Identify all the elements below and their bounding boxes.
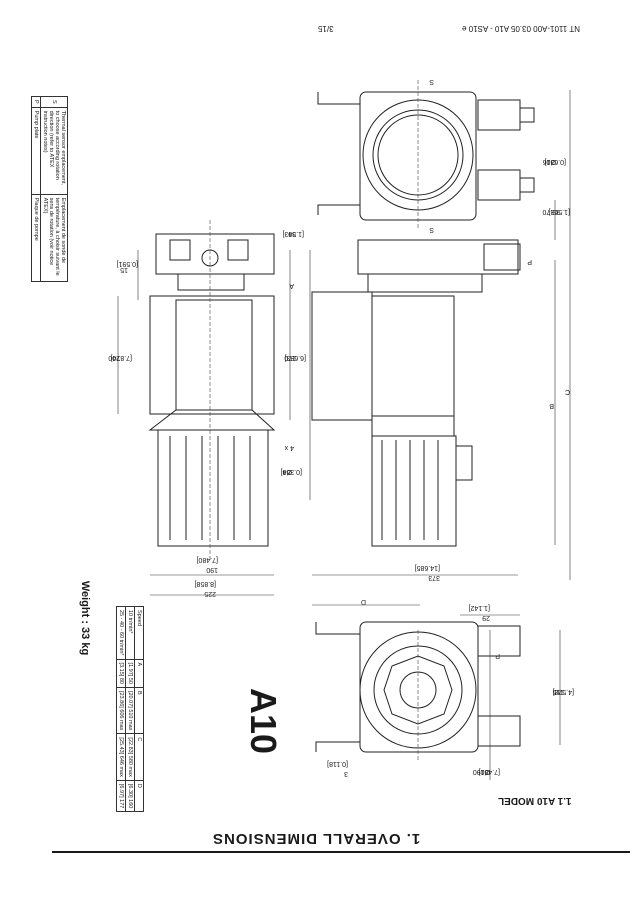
dim-14685: [14.685] bbox=[415, 564, 440, 571]
dim-0354: [0.354] bbox=[281, 468, 302, 475]
dim-016: Ø16 bbox=[543, 158, 556, 165]
dim-170: 170 bbox=[284, 354, 296, 361]
dim-0630: [0.630] bbox=[545, 158, 566, 165]
dim-09: Ø9 bbox=[283, 468, 292, 475]
dim-115: 115 bbox=[553, 688, 564, 695]
dim-w7480: [7.480] bbox=[197, 556, 218, 563]
dim-0591: [0.591] bbox=[117, 260, 138, 267]
dim-0190: Ø190 bbox=[473, 768, 490, 775]
dim-1563: [1.563] bbox=[549, 208, 570, 215]
label-s-bottom: S bbox=[429, 226, 434, 233]
title-rule bbox=[52, 851, 630, 853]
dim-39: 39 bbox=[288, 230, 296, 237]
dim-w190: 190 bbox=[206, 566, 218, 573]
label-p-side: P bbox=[527, 258, 532, 265]
dim-3: 3 bbox=[344, 770, 348, 777]
dim-holes: 4 x bbox=[284, 444, 294, 451]
label-d: D bbox=[361, 598, 366, 605]
label-p-end: P bbox=[495, 652, 500, 659]
dim-7874: [7.874] bbox=[111, 354, 132, 361]
dim-e7480: [7.480] bbox=[479, 768, 500, 775]
dim-29: 29 bbox=[482, 614, 490, 621]
dim-0118: [0.118] bbox=[327, 760, 348, 767]
dim-200: 200 bbox=[108, 354, 120, 361]
label-b: B bbox=[549, 402, 554, 409]
dim-15: 15 bbox=[120, 266, 128, 273]
label-c: C bbox=[565, 388, 570, 395]
dim-1142: [1.142] bbox=[469, 604, 490, 611]
dim-4528: [4.528] bbox=[553, 688, 574, 695]
dim-6693: [6.693] bbox=[285, 354, 306, 361]
dim-w8858: [8.858] bbox=[195, 580, 216, 587]
label-a: A bbox=[289, 282, 294, 289]
label-s-top: S bbox=[429, 78, 434, 85]
dim-w225: 225 bbox=[204, 590, 216, 597]
dim-1543: [1.543] bbox=[283, 230, 304, 237]
dim-373: 373 bbox=[428, 574, 440, 581]
dim-3970: 39.70 bbox=[542, 208, 560, 215]
